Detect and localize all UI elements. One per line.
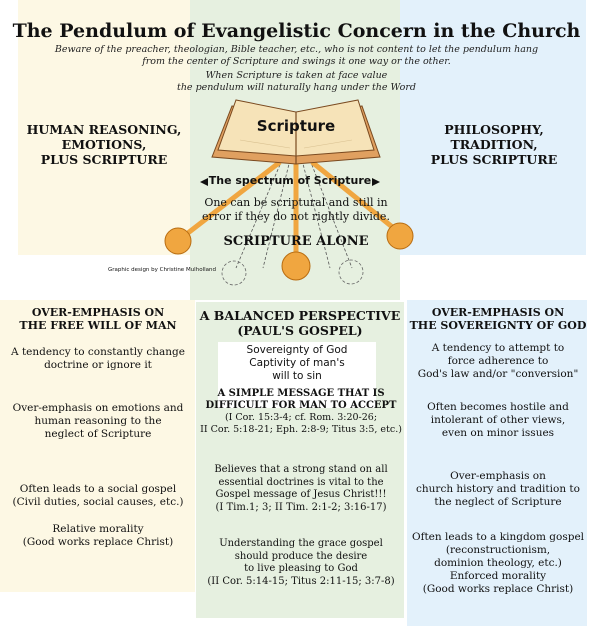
- sovereignty-point-3: Over-emphasis on church history and trad…: [416, 470, 580, 508]
- simple-message-refs: (I Cor. 15:3-4; cf. Rom. 3:20-26; II Cor…: [200, 412, 402, 435]
- face-value-line: the pendulum will naturally hang under t…: [177, 82, 416, 93]
- face-value-line: When Scripture is taken at face value: [205, 70, 388, 81]
- free-will-heading: OVER-EMPHASIS ON THE FREE WILL OF MAN: [2, 306, 194, 332]
- heading-line: PLUS SCRIPTURE: [430, 152, 558, 167]
- sovereignty-point-2: Often becomes hostile and intolerant of …: [427, 401, 569, 439]
- heading-line: (PAUL'S GOSPEL): [237, 323, 363, 338]
- left-top-panel: [18, 0, 190, 255]
- arrow-right-icon: [372, 178, 380, 186]
- heading-line: A BALANCED PERSPECTIVE: [199, 308, 401, 323]
- heading-line: PHILOSOPHY,: [444, 122, 544, 137]
- spectrum-label: The spectrum of Scripture: [208, 174, 372, 187]
- divide-line: One can be scriptural and still in: [204, 196, 388, 209]
- dashed-string-right-inner: [301, 159, 331, 269]
- heading-line: PLUS SCRIPTURE: [40, 152, 168, 167]
- strong-stand-point: Believes that a strong stand on all esse…: [214, 464, 388, 513]
- sovereignty-point-1: A tendency to attempt to force adherence…: [417, 342, 579, 380]
- heading-line: EMOTIONS,: [61, 137, 147, 152]
- design-credit: Graphic design by Christine Mulholland: [108, 267, 216, 273]
- left-top-heading: HUMAN REASONING, EMOTIONS, PLUS SCRIPTUR…: [22, 122, 186, 167]
- ghost-bob-left: [221, 260, 247, 286]
- heading-line: THE FREE WILL OF MAN: [19, 319, 177, 332]
- right-top-panel: [400, 0, 586, 255]
- page-title: The Pendulum of Evangelistic Concern in …: [12, 20, 581, 42]
- free-will-point-3: Often leads to a social gospel (Civil du…: [12, 483, 184, 508]
- subtitle: Beware of the preacher, theologian, Bibl…: [0, 44, 593, 68]
- left-bottom-panel: [0, 300, 195, 592]
- heading-line: HUMAN REASONING,: [26, 122, 182, 137]
- sovereignty-box: Sovereignty of God Captivity of man's wi…: [246, 344, 348, 382]
- free-will-point-4: Relative morality (Good works replace Ch…: [22, 523, 174, 548]
- dashed-string-right: [309, 159, 353, 269]
- center-white-box: [218, 342, 376, 408]
- heading-line: OVER-EMPHASIS ON: [31, 306, 165, 319]
- divide-line: error if they do not rightly divide.: [202, 210, 390, 223]
- grace-gospel-point: Understanding the grace gospel should pr…: [207, 538, 395, 587]
- right-bottom-panel: [407, 300, 587, 626]
- arrow-left-icon: [200, 178, 208, 186]
- string-left: [182, 160, 282, 238]
- left-bottom-column: OVER-EMPHASIS ON THE FREE WILL OF MAN A …: [2, 306, 194, 549]
- pendulum-bob-left: [164, 227, 192, 255]
- book-label: Scripture: [256, 117, 336, 135]
- subtitle-line: Beware of the preacher, theologian, Bibl…: [54, 44, 539, 55]
- sovereignty-point-4: Often leads to a kingdom gospel (reconst…: [411, 531, 585, 595]
- center-bottom-column: A SIMPLE MESSAGE THAT IS DIFFICULT FOR M…: [198, 388, 404, 588]
- right-bottom-column: OVER-EMPHASIS ON THE SOVEREIGNTY OF GOD …: [408, 306, 588, 596]
- free-will-point-2: Over-emphasis on emotions and human reas…: [12, 402, 184, 440]
- ghost-bob-right: [338, 259, 364, 285]
- bible-book-icon: [211, 99, 381, 165]
- right-top-heading: PHILOSOPHY, TRADITION, PLUS SCRIPTURE: [404, 122, 584, 167]
- heading-line: OVER-EMPHASIS ON: [431, 306, 565, 319]
- face-value-note: When Scripture is taken at face value th…: [150, 70, 443, 94]
- dashed-string-left-inner: [262, 159, 291, 269]
- pendulum-bob-right: [386, 222, 414, 250]
- heading-line: TRADITION,: [450, 137, 538, 152]
- subtitle-line: from the center of Scripture and swings …: [142, 56, 451, 67]
- heading-line: THE SOVEREIGNTY OF GOD: [409, 319, 587, 332]
- scripture-alone-label: SCRIPTURE ALONE: [223, 234, 369, 249]
- free-will-point-1: A tendency to constantly change doctrine…: [11, 346, 185, 371]
- string-right: [310, 160, 398, 232]
- pendulum-bob-center: [281, 251, 311, 281]
- simple-message-heading: A SIMPLE MESSAGE THAT IS DIFFICULT FOR M…: [205, 388, 397, 411]
- balanced-heading: A BALANCED PERSPECTIVE (PAUL'S GOSPEL): [196, 308, 404, 338]
- divide-note: One can be scriptural and still in error…: [196, 196, 396, 224]
- dashed-string-left: [235, 159, 283, 269]
- sovereignty-heading: OVER-EMPHASIS ON THE SOVEREIGNTY OF GOD: [408, 306, 588, 332]
